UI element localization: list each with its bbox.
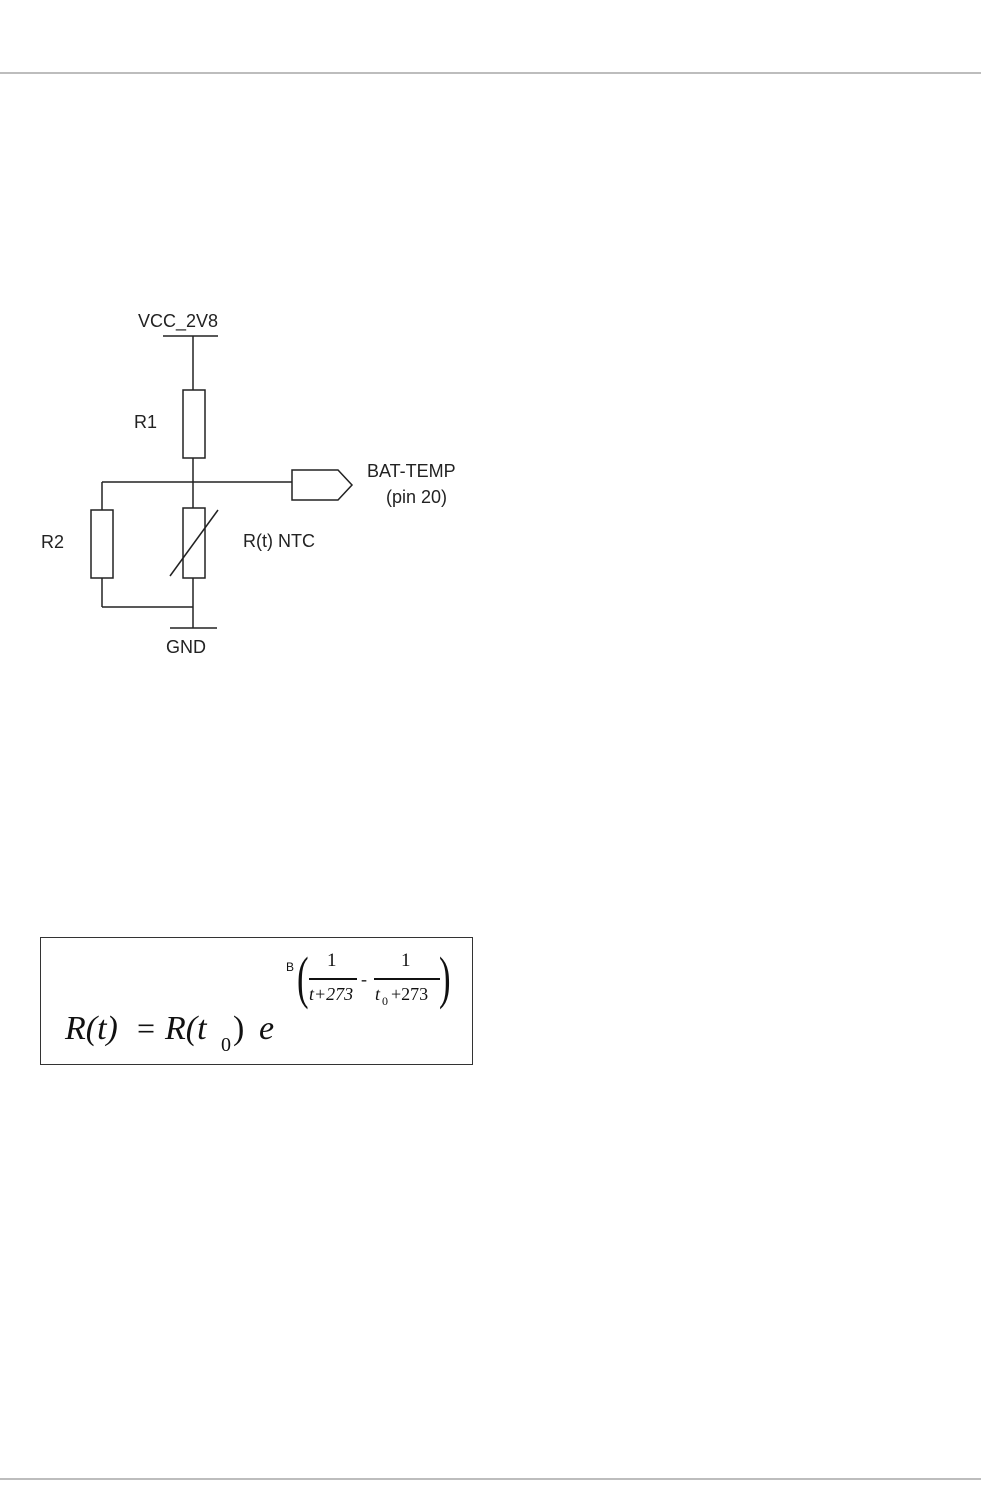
top-divider <box>0 72 981 74</box>
frac2-den-var: t <box>375 984 380 1005</box>
r1-resistor <box>183 390 205 458</box>
frac2-den-rest: +273 <box>391 984 428 1005</box>
r1-label: R1 <box>134 412 157 432</box>
frac2-den-sub: 0 <box>382 994 388 1009</box>
formula-exp-base: e <box>259 1010 274 1048</box>
ground-label: GND <box>166 637 206 657</box>
formula-open-paren: ( <box>297 944 309 1011</box>
formula-rhs-close: ) <box>233 1010 244 1048</box>
ntc-slash <box>170 510 218 576</box>
formula-close-paren: ) <box>439 944 451 1011</box>
frac1-numerator: 1 <box>327 950 337 972</box>
output-label-line2: (pin 20) <box>386 487 447 507</box>
ntc-label: R(t) NTC <box>243 531 315 551</box>
formula-rhs-sub: 0 <box>221 1034 231 1057</box>
frac1-denominator: t+273 <box>309 984 353 1005</box>
formula-exp-coeff: B <box>286 960 294 974</box>
r2-label: R2 <box>41 532 64 552</box>
formula-rhs-base: R(t <box>165 1010 207 1048</box>
formula-equals: = <box>137 1010 155 1047</box>
supply-label: VCC_2V8 <box>138 311 218 332</box>
ntc-circuit-diagram: VCC_2V8 R1 R2 R(t) NTC BAT-TEMP (pin 20)… <box>0 280 560 680</box>
frac2-numerator: 1 <box>401 950 411 972</box>
output-connector <box>292 470 352 500</box>
formula-minus: - <box>361 969 367 990</box>
frac2-bar <box>374 978 440 980</box>
output-label-line1: BAT-TEMP <box>367 461 456 481</box>
ntc-formula-box: R(t) = R(t 0 ) e B ( 1 t+273 - 1 t 0 +27… <box>40 937 473 1065</box>
frac1-bar <box>309 978 357 980</box>
bottom-divider <box>0 1478 981 1480</box>
r2-resistor <box>91 510 113 578</box>
formula-lhs: R(t) <box>65 1010 118 1048</box>
